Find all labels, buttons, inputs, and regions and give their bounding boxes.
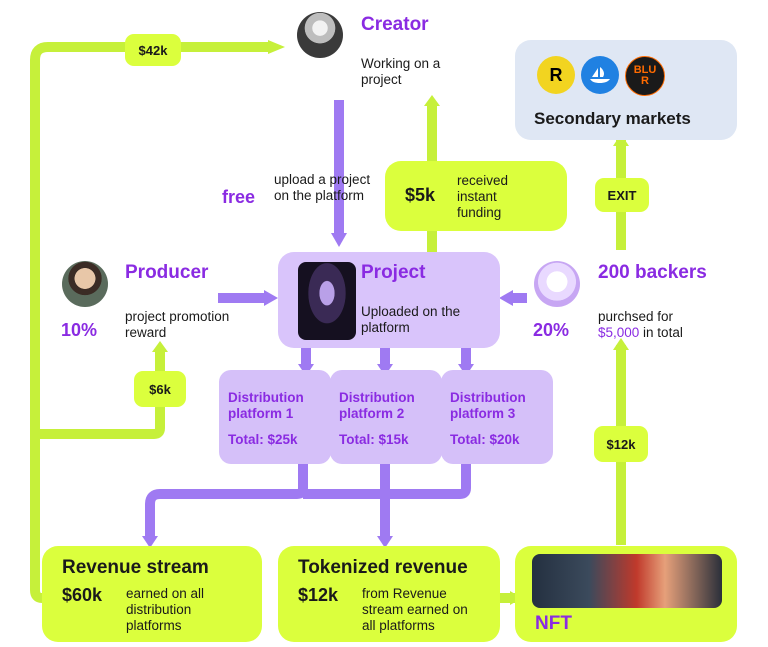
platform-1-total: Total: $25k (228, 432, 298, 447)
distribution-platform-3: Distribution platform 3 Total: $20k (441, 370, 553, 464)
distribution-platform-2: Distribution platform 2 Total: $15k (330, 370, 442, 464)
rarible-icon: R (537, 56, 575, 94)
revenue-description: earned on all distribution platforms (126, 586, 205, 633)
distribution-platform-1: Distribution platform 1 Total: $25k (219, 370, 331, 464)
producer-title: Producer (125, 262, 209, 283)
upload-description: upload a project on the platform (274, 172, 371, 203)
platform-2-name: Distribution platform 2 (339, 390, 415, 421)
arrow-to-creator (268, 40, 285, 54)
tokenized-title: Tokenized revenue (298, 557, 468, 578)
funding-description: received instant funding (457, 173, 509, 220)
p3-to-revenue-line (303, 462, 471, 499)
creator-description: Working on a project (361, 56, 441, 87)
revenue-amount: $60k (62, 585, 103, 605)
platforms-to-revenue-line (145, 462, 308, 538)
backers-desc-suffix: in total (639, 325, 683, 340)
arrow-up-backers (613, 338, 629, 350)
producer-description: project promotion reward (125, 309, 230, 340)
tokenized-revenue-box: Tokenized revenue $12k from Revenue stre… (278, 546, 500, 642)
arrow-down-upload (331, 233, 347, 247)
producer-reward-line (35, 348, 165, 439)
backers-description: purchsed for $5,000 in total (598, 309, 718, 341)
producer-avatar (62, 261, 108, 307)
nft-image (532, 554, 722, 608)
blur-icon: BLUR (625, 56, 665, 96)
nft-title: NFT (535, 613, 572, 634)
nft-box: NFT (515, 546, 737, 642)
revenue-stream-box: Revenue stream $60k earned on all distri… (42, 546, 262, 642)
arrow-down-revenue (142, 536, 158, 548)
platform-2-total: Total: $15k (339, 432, 409, 447)
producer-percent: 10% (61, 320, 98, 340)
revenue-title: Revenue stream (62, 557, 209, 578)
arrow-up-funding (424, 95, 440, 106)
backers-amount: $5,000 (598, 325, 640, 340)
backers-payment-badge: $12k (594, 426, 648, 462)
creator-payout-line (30, 42, 270, 603)
project-description: Uploaded on the platform (361, 304, 461, 335)
funding-box: $5k received instant funding (385, 161, 567, 231)
backers-avatar (534, 261, 580, 307)
platform-1-name: Distribution platform 1 (228, 390, 304, 421)
secondary-markets-title: Secondary markets (534, 109, 691, 128)
arrow-down-tokenized (377, 536, 393, 548)
exit-badge: EXIT (595, 178, 649, 212)
backers-title: 200 backers (598, 262, 707, 283)
producer-reward-badge: $6k (134, 371, 186, 407)
backers-desc-prefix: purchsed for (598, 309, 674, 324)
project-box: Project Uploaded on the platform (278, 252, 500, 348)
tokenized-description: from Revenue stream earned on all platfo… (362, 586, 468, 633)
arrow-left-backers (499, 290, 513, 306)
arrow-up-producer (152, 341, 168, 352)
project-title: Project (361, 262, 426, 283)
creator-title: Creator (361, 14, 429, 35)
platform-3-total: Total: $20k (450, 432, 520, 447)
arrow-up-markets (613, 134, 629, 146)
project-thumbnail (298, 262, 356, 340)
secondary-markets-box: R BLUR Secondary markets (515, 40, 737, 140)
funding-amount: $5k (405, 185, 436, 205)
creator-avatar (297, 12, 343, 58)
opensea-icon (581, 56, 619, 94)
tokenized-amount: $12k (298, 585, 339, 605)
backers-percent: 20% (533, 320, 570, 340)
free-label: free (222, 187, 256, 207)
creator-payout-badge: $42k (125, 34, 181, 66)
arrow-right-producer (264, 290, 278, 306)
platform-3-name: Distribution platform 3 (450, 390, 526, 421)
